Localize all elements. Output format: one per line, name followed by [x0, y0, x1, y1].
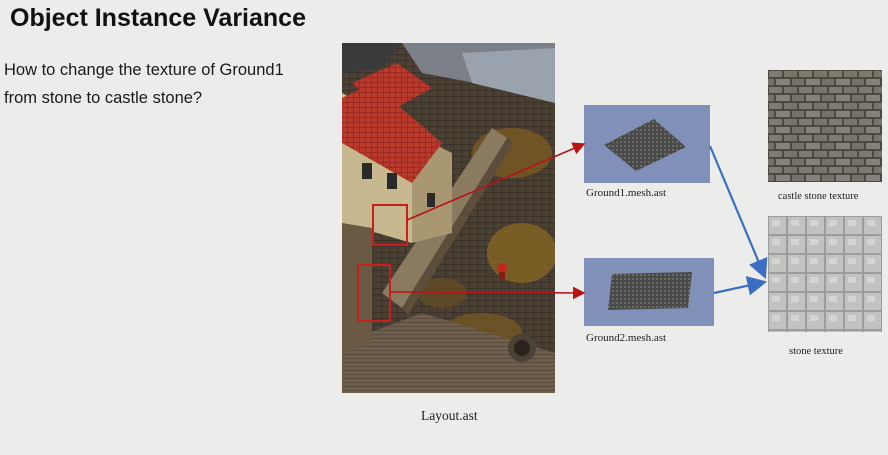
castle-stone-texture-label: castle stone texture	[778, 191, 859, 202]
ground2-mesh-preview	[584, 258, 714, 326]
ground2-mesh-label: Ground2.mesh.ast	[586, 332, 667, 344]
ground2-to-mesh-arrow	[389, 286, 586, 300]
layout-label: Layout.ast	[421, 408, 478, 423]
ground1-highlight-box	[372, 204, 408, 246]
ground1-to-mesh-arrow	[406, 142, 586, 221]
mesh2-to-stone-texture-arrow	[713, 276, 768, 296]
castle-stone-texture-swatch	[768, 70, 882, 182]
ground1-mesh-label: Ground1.mesh.ast	[586, 187, 667, 199]
ground2-mesh-plane	[608, 272, 692, 310]
question-line-1: How to change the texture of Ground1	[4, 61, 284, 79]
stone-texture-swatch	[768, 216, 882, 332]
ground1-mesh-preview	[584, 105, 710, 183]
question-text: How to change the texture of Ground1 fro…	[4, 56, 334, 112]
mesh1-to-stone-texture-arrow	[708, 145, 768, 280]
question-line-2: from stone to castle stone?	[4, 89, 203, 107]
layout-scene-image	[342, 43, 555, 393]
ground2-highlight-box	[357, 264, 391, 322]
stone-texture-label: stone texture	[789, 346, 843, 357]
scene-drawing	[342, 43, 555, 393]
slide-title: Object Instance Variance	[10, 4, 306, 32]
ground1-mesh-plane	[604, 119, 686, 171]
castle-stone-pattern	[768, 70, 882, 182]
stone-pattern	[768, 216, 882, 332]
